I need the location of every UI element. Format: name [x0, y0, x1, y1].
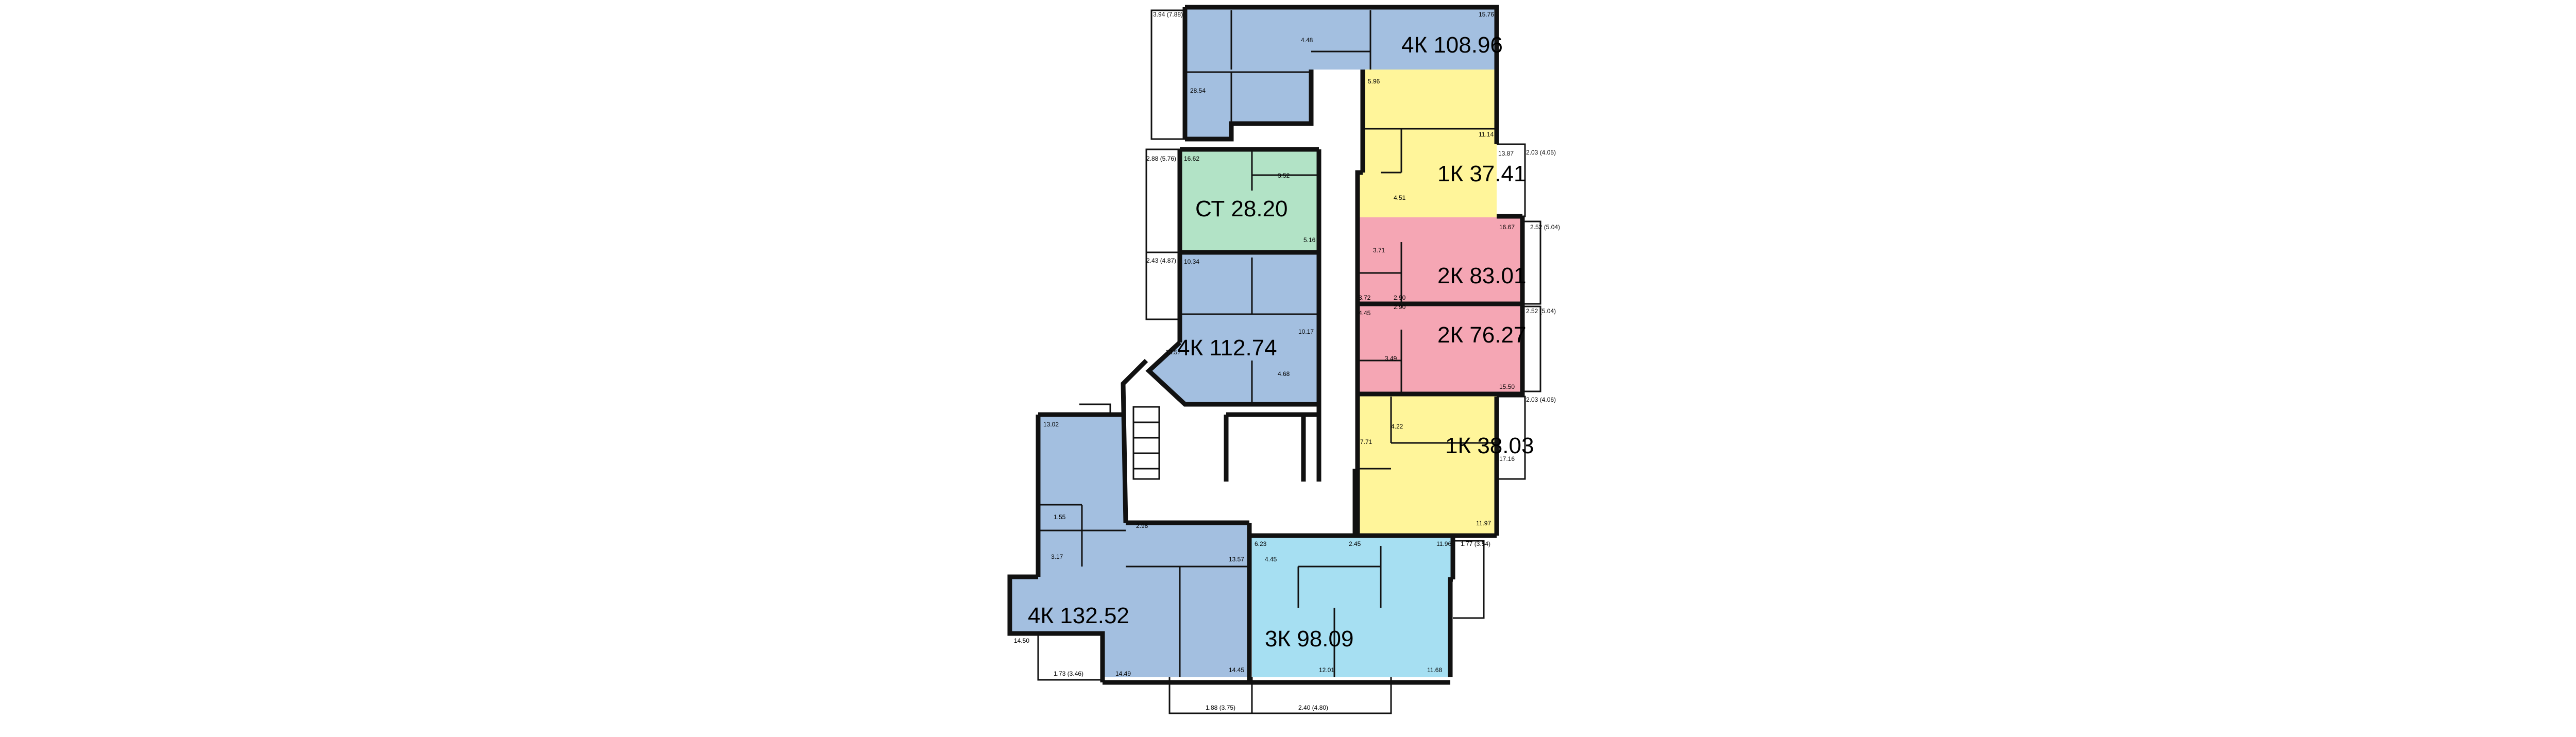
area-label: 2.88 (5.76)	[1146, 155, 1176, 162]
area-label: 11.96	[1436, 540, 1451, 547]
area-label: 2.52 (5.04)	[1530, 224, 1560, 231]
area-label: 16.62	[1184, 155, 1199, 162]
stairwell	[1132, 406, 1160, 480]
area-label: 2.90	[1394, 294, 1406, 301]
apartment-2k-upper[interactable]	[1358, 217, 1522, 304]
area-label: 1.73 (3.46)	[1054, 670, 1083, 677]
area-label: 4.51	[1394, 194, 1406, 201]
walls	[1007, 5, 1525, 685]
area-label: 2.43 (4.87)	[1146, 257, 1176, 264]
area-label: 13.02	[1043, 421, 1059, 428]
area-label: 3.49	[1385, 355, 1397, 362]
area-label: 2.03 (4.06)	[1526, 396, 1556, 403]
area-label: 1.55	[1054, 513, 1066, 521]
apartment-3k[interactable]	[1249, 536, 1453, 677]
area-label: 1.88 (3.75)	[1206, 704, 1235, 711]
interior-partitions	[1038, 10, 1497, 677]
apartment-1k-lower[interactable]	[1355, 394, 1497, 536]
area-label: 6.23	[1255, 540, 1267, 547]
area-label: 3.72	[1359, 294, 1371, 301]
area-label: 4.45	[1265, 556, 1277, 563]
area-label: 15.76	[1479, 11, 1494, 18]
area-label: 2.45	[1349, 540, 1361, 547]
apartment-labels: 4К 108.96 1К 37.41 СТ 28.20 2К 83.01 2К …	[1028, 32, 1534, 652]
area-label: 17.16	[1499, 455, 1515, 462]
area-label: 2.03 (4.05)	[1526, 149, 1556, 156]
balconies	[1037, 9, 1541, 714]
apartment-4k-top[interactable]	[1185, 7, 1497, 139]
area-label: 2.40 (4.80)	[1298, 704, 1328, 711]
area-label: 16.67	[1499, 224, 1515, 231]
room-area-labels: 3.94 (7.88) 4.48 15.76 28.54 5.96 11.14 …	[1014, 11, 1560, 711]
area-label: 4.48	[1301, 37, 1313, 44]
area-label: 11.97	[1476, 520, 1491, 527]
area-label: 3.52	[1278, 172, 1290, 179]
apartment-1k-upper[interactable]	[1358, 70, 1497, 217]
area-label: 4.22	[1391, 423, 1403, 430]
apartment-label-4k-mid: 4К 112.74	[1177, 335, 1277, 361]
area-label: 10.34	[1184, 258, 1199, 265]
area-label: 5.16	[1303, 236, 1316, 244]
area-label: 28.54	[1190, 87, 1206, 94]
area-label: 11.68	[1427, 666, 1442, 674]
apartment-4k-bottom[interactable]	[1010, 415, 1249, 677]
area-label: 3.71	[1373, 247, 1385, 254]
apartment-4k-mid[interactable]	[1149, 252, 1319, 404]
apartment-label-1k-lower: 1К 38.03	[1445, 433, 1534, 458]
area-label: 14.45	[1229, 666, 1244, 674]
area-label: 2.90	[1394, 303, 1406, 311]
area-label: 1.77 (3.54)	[1461, 540, 1490, 547]
area-label: 3.17	[1051, 553, 1063, 560]
apartment-2k-lower[interactable]	[1358, 304, 1522, 394]
area-label: 14.49	[1115, 670, 1131, 677]
area-label: 13.57	[1165, 349, 1181, 356]
area-label: 7.71	[1360, 438, 1372, 445]
apartment-fills	[1010, 7, 1522, 677]
apartment-label-4k-top: 4К 108.96	[1401, 32, 1503, 58]
area-label: 5.96	[1368, 78, 1380, 85]
apartment-label-2k-upper: 2К 83.01	[1437, 263, 1526, 288]
area-label: 11.14	[1479, 131, 1494, 138]
area-label: 14.50	[1014, 637, 1029, 644]
area-label: 3.94 (7.88)	[1153, 11, 1183, 18]
apartment-label-st: СТ 28.20	[1195, 196, 1288, 221]
area-label: 12.01	[1319, 666, 1334, 674]
area-label: 13.87	[1498, 150, 1514, 157]
area-label: 4.68	[1278, 370, 1290, 378]
area-label: 10.17	[1298, 328, 1314, 335]
area-label: 4.45	[1359, 310, 1371, 317]
area-label: 13.57	[1229, 556, 1244, 563]
area-label: 2.52 (5.04)	[1526, 307, 1556, 315]
apartment-label-3k: 3К 98.09	[1265, 626, 1353, 652]
area-label: 15.50	[1499, 383, 1515, 390]
apartment-label-1k-upper: 1К 37.41	[1437, 161, 1526, 186]
apartment-label-4k-bottom: 4К 132.52	[1028, 603, 1129, 628]
area-label: 2.98	[1136, 522, 1148, 529]
apartment-label-2k-lower: 2К 76.27	[1437, 322, 1526, 348]
